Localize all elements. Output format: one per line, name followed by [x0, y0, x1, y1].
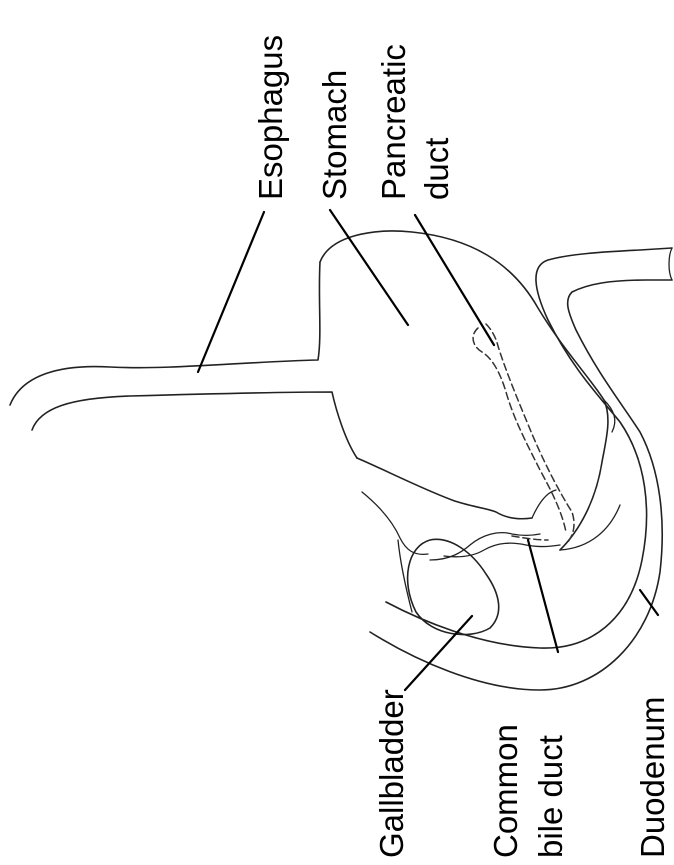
duodenum-drawing — [370, 248, 672, 690]
common-bile-duct-leader — [528, 540, 558, 652]
common-bile-duct-label-line1: Common — [487, 724, 524, 858]
pancreatic-duct-drawing — [473, 324, 574, 544]
esophagus-leader — [198, 212, 264, 372]
pancreatic-duct-leader — [415, 215, 494, 345]
pancreatic-duct-label-line1: Pancreatic — [375, 44, 412, 200]
stomach-leader — [330, 210, 408, 325]
pancreatic-duct-label-line2: duct — [418, 138, 455, 200]
esophagus-drawing — [10, 262, 357, 458]
esophagus-label: Esophagus — [252, 35, 289, 200]
duodenum-label: Duodenum — [634, 697, 671, 858]
gallbladder-label: Gallbladder — [373, 689, 410, 858]
common-bile-duct-label-line2: bile duct — [532, 735, 569, 858]
gallbladder-drawing — [362, 492, 560, 635]
stomach-drawing — [320, 231, 615, 550]
stomach-label: Stomach — [316, 70, 353, 200]
gallbladder-leader — [405, 616, 472, 690]
